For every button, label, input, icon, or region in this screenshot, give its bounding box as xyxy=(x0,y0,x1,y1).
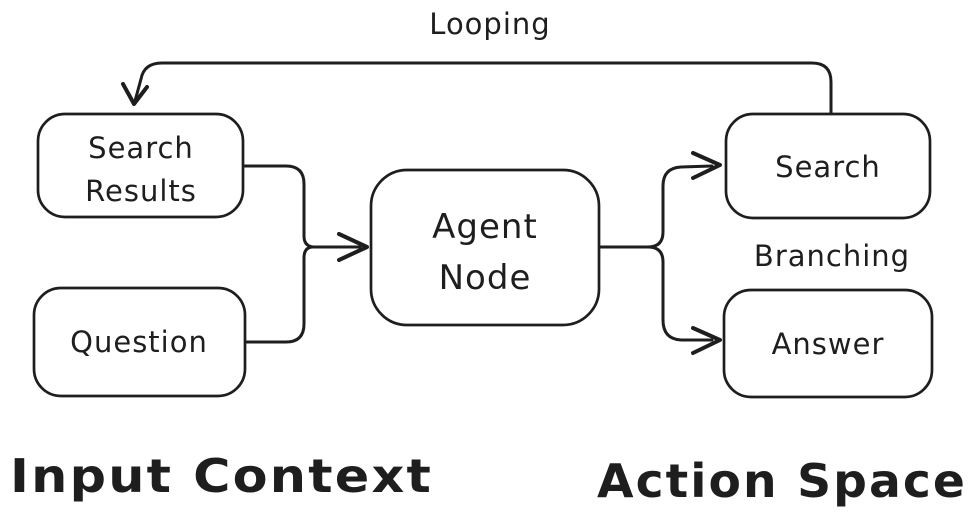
agent-label-line2: Node xyxy=(439,258,532,298)
node-search: Search xyxy=(724,112,932,220)
agent-to-answer-line xyxy=(646,245,714,342)
node-search-results: Search Results xyxy=(36,112,245,219)
search-arrowhead-icon xyxy=(691,151,722,180)
question-label: Question xyxy=(70,325,208,359)
action-space-section-label: Action Space xyxy=(597,454,967,508)
looping-arrowhead-icon xyxy=(121,82,149,106)
looping-arrow xyxy=(133,61,833,115)
search-results-label-line2: Results xyxy=(85,174,197,208)
search-results-label-line1: Search xyxy=(88,131,194,165)
answer-label: Answer xyxy=(772,327,885,361)
input-context-section-label: Input Context xyxy=(10,449,433,503)
merge-arrowhead-icon xyxy=(337,232,369,262)
node-answer: Answer xyxy=(722,288,934,399)
node-question: Question xyxy=(32,286,247,398)
looping-annotation: Looping xyxy=(429,7,550,41)
agent-to-search-line xyxy=(646,164,714,249)
search-results-box xyxy=(36,112,245,219)
search-label: Search xyxy=(775,150,881,184)
node-agent: Agent Node xyxy=(369,168,601,327)
answer-arrowhead-icon xyxy=(691,326,722,355)
question-box xyxy=(32,286,247,398)
agent-label-line1: Agent xyxy=(432,207,538,247)
edges-layer xyxy=(121,61,833,355)
branching-annotation: Branching xyxy=(754,239,910,273)
question-to-agent-line xyxy=(243,245,315,344)
agent-node-box xyxy=(369,168,601,327)
answer-box xyxy=(722,288,934,399)
search-results-to-agent-line xyxy=(241,164,315,249)
search-box xyxy=(724,112,932,220)
